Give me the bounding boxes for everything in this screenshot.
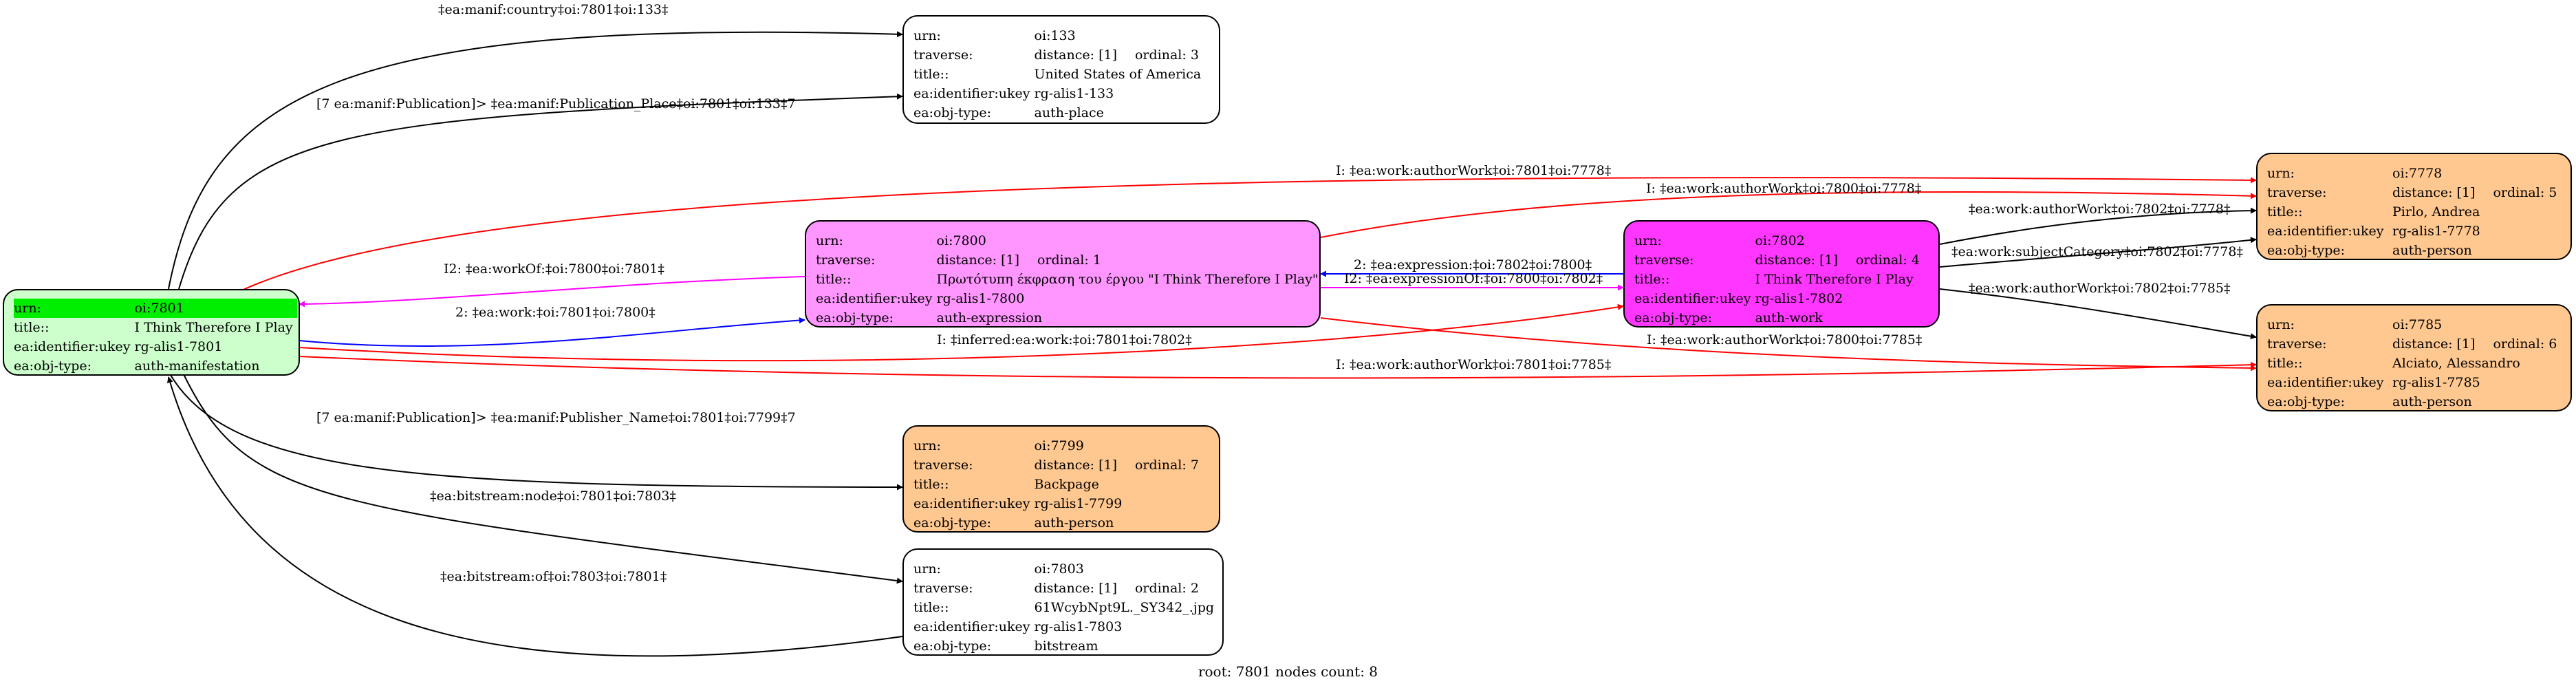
node-row-urn: urn:oi:7802 <box>1634 233 1805 248</box>
edge-label-author-7801-7785: I: ‡ea:work:authorWork‡oi:7801‡oi:7785‡ <box>1336 357 1612 372</box>
distance-value: distance: [1] <box>1034 581 1117 596</box>
node-row-urn: urn:oi:7803 <box>913 561 1084 577</box>
node-row-title: title::Backpage <box>913 477 1099 492</box>
node-row-title: title::I Think Therefore I Play <box>1634 272 1914 287</box>
edge-label-author-7800-7785: I: ‡ea:work:authorWork‡oi:7800‡oi:7785‡ <box>1647 332 1923 347</box>
ordinal-value: ordinal: 3 <box>1134 47 1199 63</box>
node-row-objtype: ea:obj-type:auth-work <box>1634 310 1823 325</box>
edge-author-7802-7785 <box>1939 288 2257 340</box>
node-row-urn: urn:oi:7778 <box>2267 166 2443 181</box>
edge-label-publication-place: [7 ea:manif:Publication]> ‡ea:manif:Publ… <box>316 96 796 111</box>
edge-label-author-7802-7785: ‡ea:work:authorWork‡oi:7802‡oi:7785‡ <box>1969 281 2231 296</box>
edge-label-expressionof: I2: ‡ea:expressionOf:‡oi:7800‡oi:7802‡ <box>1344 271 1603 286</box>
ordinal-value: ordinal: 4 <box>1855 253 1920 268</box>
node-7800[interactable]: urn:oi:7800 traverse:distance: [1]ordina… <box>805 220 1321 328</box>
distance-value: distance: [1] <box>936 253 1019 268</box>
distance-value: distance: [1] <box>1034 47 1117 63</box>
ordinal-value: ordinal: 7 <box>1134 458 1199 473</box>
node-row-objtype: ea:obj-type:bitstream <box>913 639 1098 654</box>
node-7785[interactable]: urn:oi:7785 traverse:distance: [1]ordina… <box>2256 304 2572 411</box>
edge-bitstream-node <box>182 371 903 584</box>
edge-workof <box>299 276 805 308</box>
ordinal-value: ordinal: 6 <box>2493 336 2557 352</box>
node-133[interactable]: urn:oi:133 traverse:distance: [1]ordinal… <box>902 15 1220 124</box>
node-row-title: title::I Think Therefore I Play <box>14 320 293 335</box>
node-row-urn: urn:oi:133 <box>913 28 1076 43</box>
node-7801[interactable]: urn:oi:7801 title::I Think Therefore I P… <box>3 289 300 376</box>
ordinal-value: ordinal: 5 <box>2493 185 2557 200</box>
edge-subject-7802-7778 <box>1939 237 2257 268</box>
node-7803[interactable]: urn:oi:7803 traverse:distance: [1]ordina… <box>902 548 1224 656</box>
node-row-urn: urn:oi:7800 <box>816 233 986 248</box>
node-row-urn: urn:oi:7799 <box>913 438 1084 453</box>
node-row-title: title::61WcybNpt9L._SY342_.jpg <box>913 600 1215 615</box>
ordinal-value: ordinal: 1 <box>1037 253 1101 268</box>
edge-publisher <box>168 371 903 491</box>
edge-label-bitstream-of: ‡ea:bitstream:of‡oi:7803‡oi:7801‡ <box>440 569 667 584</box>
edge-label-inferred: I: ‡inferred:ea:work:‡oi:7801‡oi:7802‡ <box>937 332 1192 347</box>
node-row-objtype: ea:obj-type:auth-person <box>2267 243 2472 258</box>
edge-author-7801-7785 <box>299 356 2257 379</box>
node-row-traverse: traverse:distance: [1]ordinal: 1 <box>816 250 1323 270</box>
distance-value: distance: [1] <box>2392 185 2476 200</box>
edge-label-author-7802-7778: ‡ea:work:authorWork‡oi:7802‡oi:7778‡ <box>1969 202 2231 217</box>
distance-value: distance: [1] <box>1034 458 1117 473</box>
node-row-objtype: ea:obj-type:auth-manifestation <box>14 358 260 374</box>
node-row-urn: urn:oi:7785 <box>2267 317 2443 332</box>
edge-publication-place <box>178 93 903 290</box>
edge-work <box>299 317 805 347</box>
edge-label-country: ‡ea:manif:country‡oi:7801‡oi:133‡ <box>438 2 669 17</box>
node-7778[interactable]: urn:oi:7778 traverse:distance: [1]ordina… <box>2256 153 2572 260</box>
edge-label-subject-7802-7778: ‡ea:work:subjectCategory‡oi:7802‡oi:7778… <box>1951 244 2243 259</box>
graph-footer: root: 7801 nodes count: 8 <box>1198 663 1378 680</box>
ordinal-value: ordinal: 2 <box>1134 581 1199 596</box>
edge-author-7800-7785 <box>1320 317 2257 372</box>
node-row-objtype: ea:obj-type:auth-person <box>2267 394 2472 409</box>
edge-inferred <box>299 303 1624 362</box>
node-row-objtype: ea:obj-type:auth-person <box>913 515 1114 530</box>
edge-label-workof: I2: ‡ea:workOf:‡oi:7800‡oi:7801‡ <box>444 261 664 277</box>
edge-label-author-7801-7778: I: ‡ea:work:authorWork‡oi:7801‡oi:7778‡ <box>1336 163 1612 178</box>
edge-label-publisher: [7 ea:manif:Publication]> ‡ea:manif:Publ… <box>316 410 796 425</box>
node-row-title: title::Pirlo, Andrea <box>2267 204 2480 219</box>
edge-author-7801-7778 <box>237 177 2257 293</box>
node-row-title: title::Πρωτότυπη έκφραση του έργου "I Th… <box>816 272 1319 287</box>
node-7799[interactable]: urn:oi:7799 traverse:distance: [1]ordina… <box>902 425 1220 533</box>
node-7802[interactable]: urn:oi:7802 traverse:distance: [1]ordina… <box>1623 220 1940 328</box>
edge-author-7802-7778 <box>1939 207 2257 245</box>
node-row-traverse: traverse:distance: [1]ordinal: 2 <box>913 579 1218 598</box>
node-row-objtype: ea:obj-type:auth-place <box>913 105 1104 120</box>
node-row-traverse: traverse:distance: [1]ordinal: 3 <box>913 45 1205 65</box>
node-row-title: title::Alciato, Alessandro <box>2267 356 2520 371</box>
edge-author-7800-7778 <box>1320 191 2257 238</box>
edge-label-bitstream-node: ‡ea:bitstream:node‡oi:7801‡oi:7803‡ <box>430 489 676 504</box>
distance-value: distance: [1] <box>1755 253 1838 268</box>
node-row-traverse: traverse:distance: [1]ordinal: 4 <box>1634 250 1924 270</box>
distance-value: distance: [1] <box>2392 336 2476 352</box>
edge-bitstream-of <box>166 376 903 657</box>
node-row-traverse: traverse:distance: [1]ordinal: 7 <box>913 455 1203 475</box>
node-row-traverse: traverse:distance: [1]ordinal: 6 <box>2267 334 2561 354</box>
node-row-urn: urn:oi:7801 <box>14 299 297 318</box>
edge-label-author-7800-7778: I: ‡ea:work:authorWork‡oi:7800‡oi:7778‡ <box>1646 181 1922 196</box>
node-row-objtype: ea:obj-type:auth-expression <box>816 310 1043 325</box>
edge-country <box>168 31 903 290</box>
node-row-traverse: traverse:distance: [1]ordinal: 5 <box>2267 183 2561 202</box>
edge-label-work: 2: ‡ea:work:‡oi:7801‡oi:7800‡ <box>455 305 656 320</box>
node-row-title: title::United States of America <box>913 67 1202 82</box>
edge-label-expression: 2: ‡ea:expression:‡oi:7802‡oi:7800‡ <box>1354 257 1592 272</box>
